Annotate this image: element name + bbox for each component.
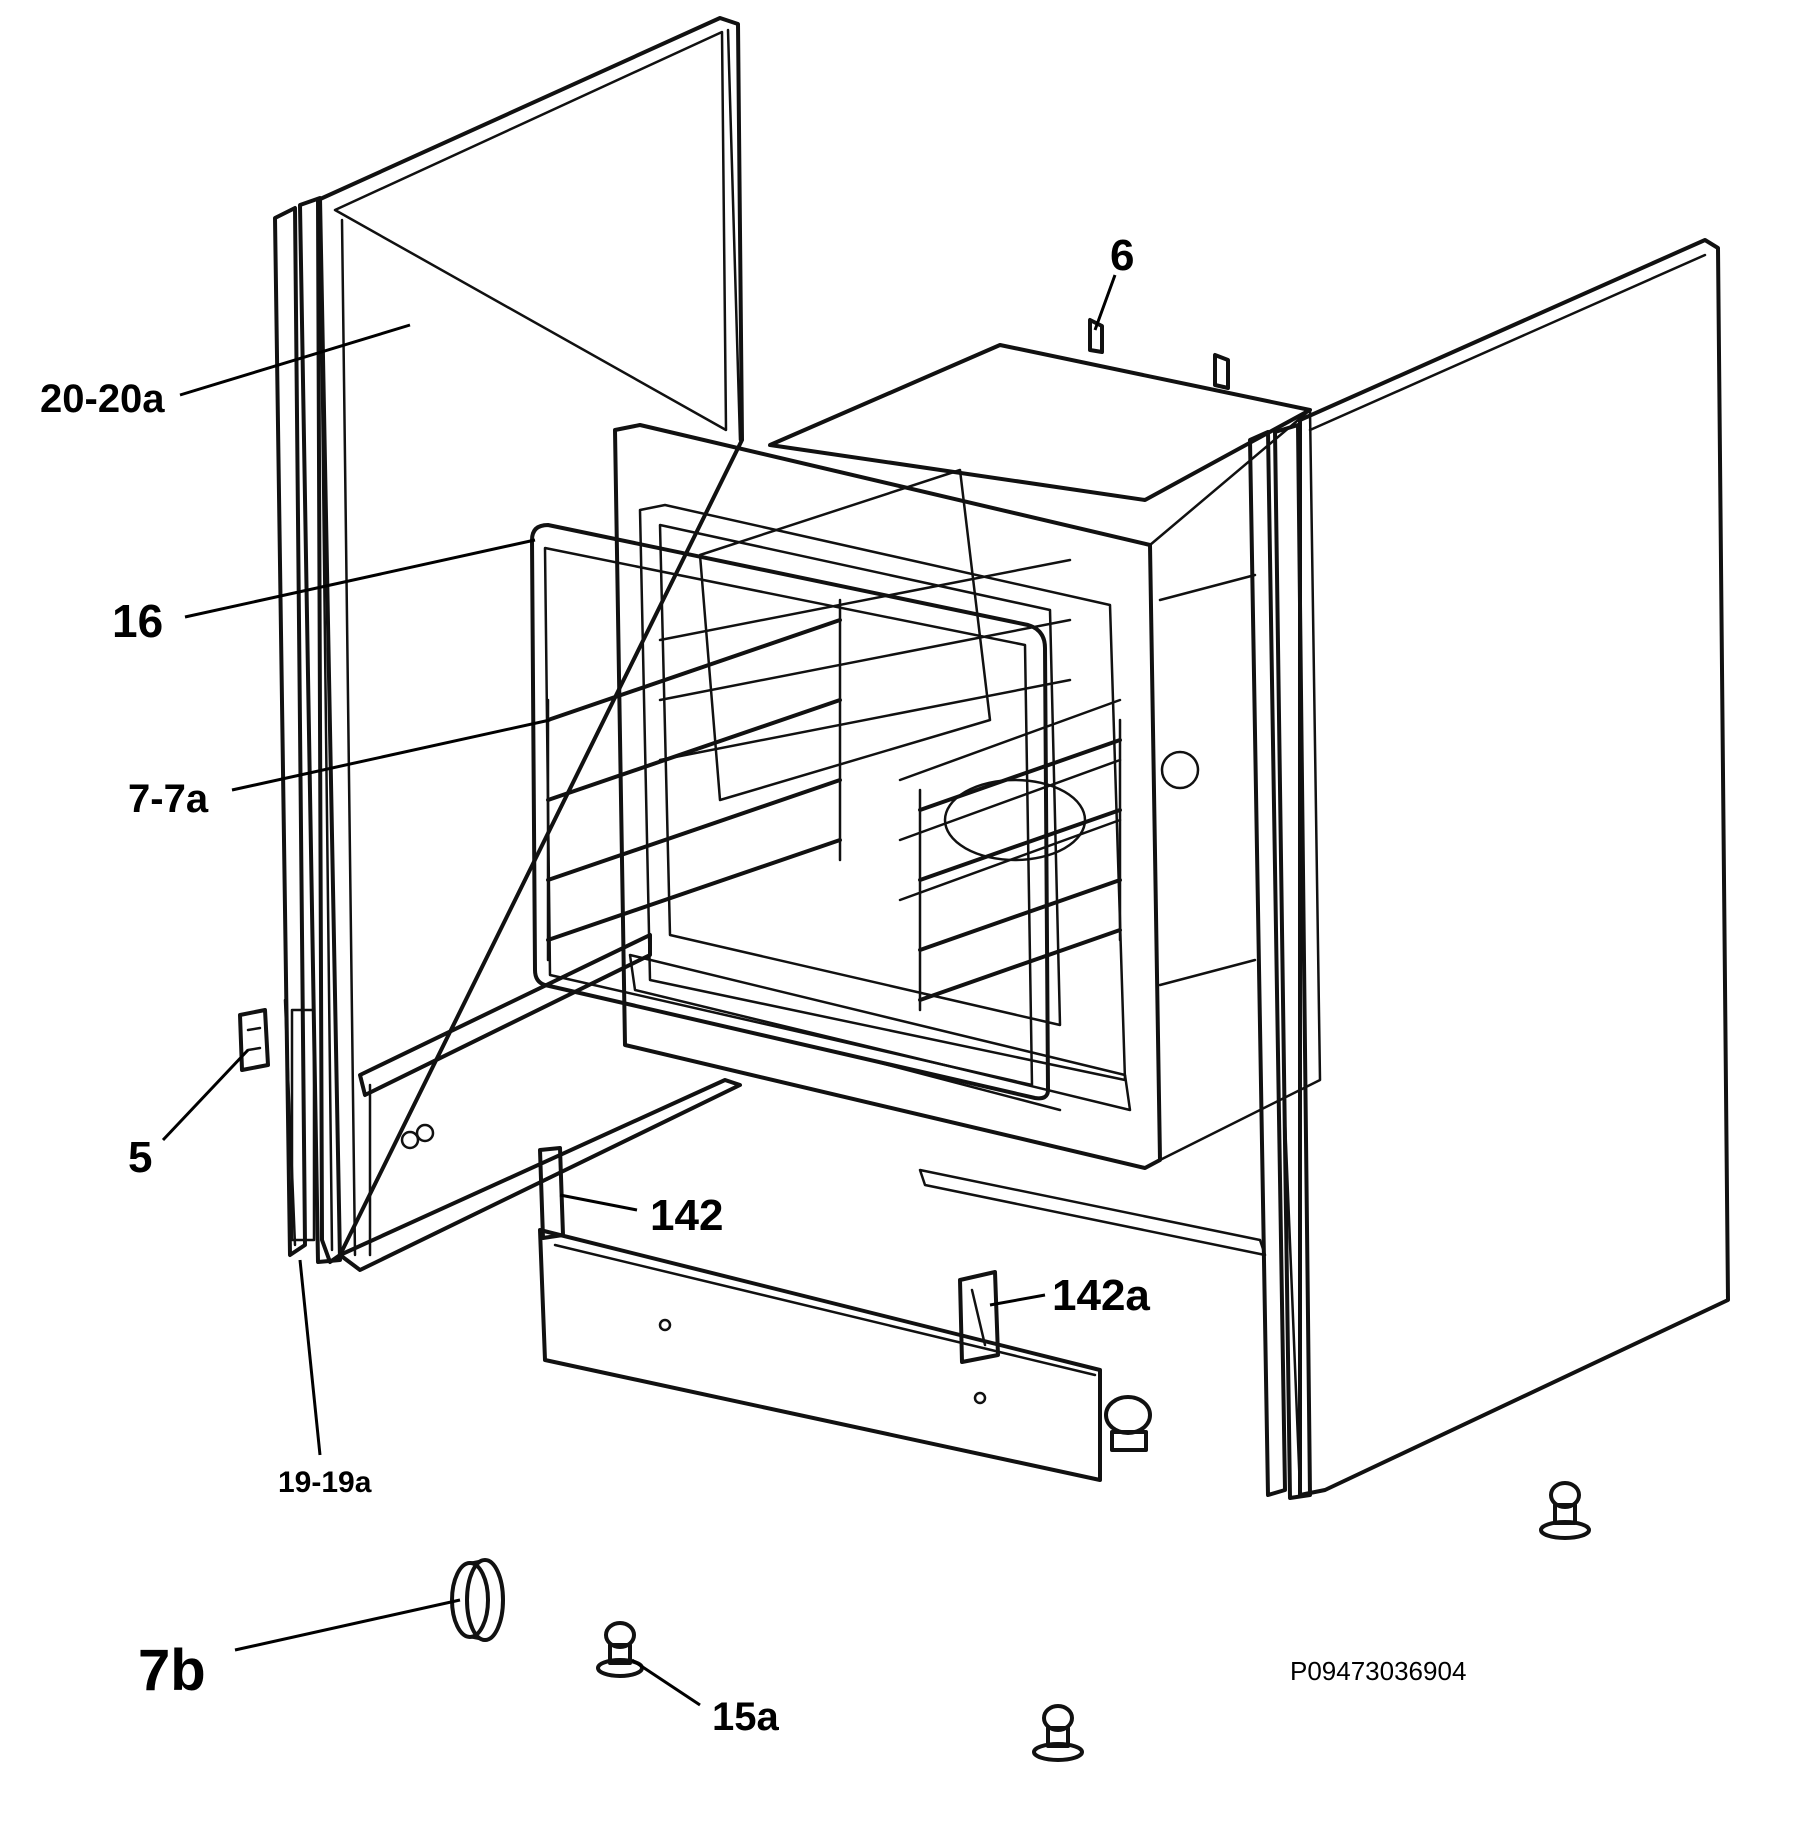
label-142: 142 [650,1191,723,1240]
oven-shelf-frame [530,523,1050,1101]
foot-3 [1032,1704,1084,1762]
leader-142 [559,1193,638,1212]
label-6: 6 [1110,231,1134,280]
left-side-panel [316,16,744,1272]
leader-19-19a [298,1259,322,1456]
shelf-guides [546,598,1122,1012]
label-5: 5 [128,1133,152,1182]
label-7-7a: 7-7a [128,777,209,821]
label-15a: 15a [712,1695,779,1739]
bottom-front-panel [538,1146,1152,1482]
callout-labels: 20-20a 6 16 7-7a 5 142 142a 19-19a 7b 15… [40,231,1466,1739]
front-left-strip [273,196,342,1264]
label-142a: 142a [1052,1271,1150,1320]
knob-part-7b [450,1558,505,1642]
label-20-20a: 20-20a [40,377,165,421]
leader-5 [161,1048,250,1142]
foot-2 [1539,1481,1591,1540]
leader-7-7a [231,718,551,792]
label-7b: 7b [138,1638,206,1703]
leader-15a [631,1658,701,1707]
foot-1 [596,1621,644,1678]
leader-6 [1093,274,1117,331]
drawing-code: P09473036904 [1290,1656,1466,1686]
leader-20-20a [179,323,411,397]
label-19-19a: 19-19a [278,1466,372,1499]
leader-7b [234,1598,461,1652]
leader-16 [184,538,536,619]
leader-142a [989,1293,1046,1307]
oven-cavity [613,343,1322,1257]
right-side-panel [1248,238,1730,1500]
label-16: 16 [112,595,163,647]
hinge-part-5 [238,1008,270,1072]
leader-lines [161,274,1117,1707]
